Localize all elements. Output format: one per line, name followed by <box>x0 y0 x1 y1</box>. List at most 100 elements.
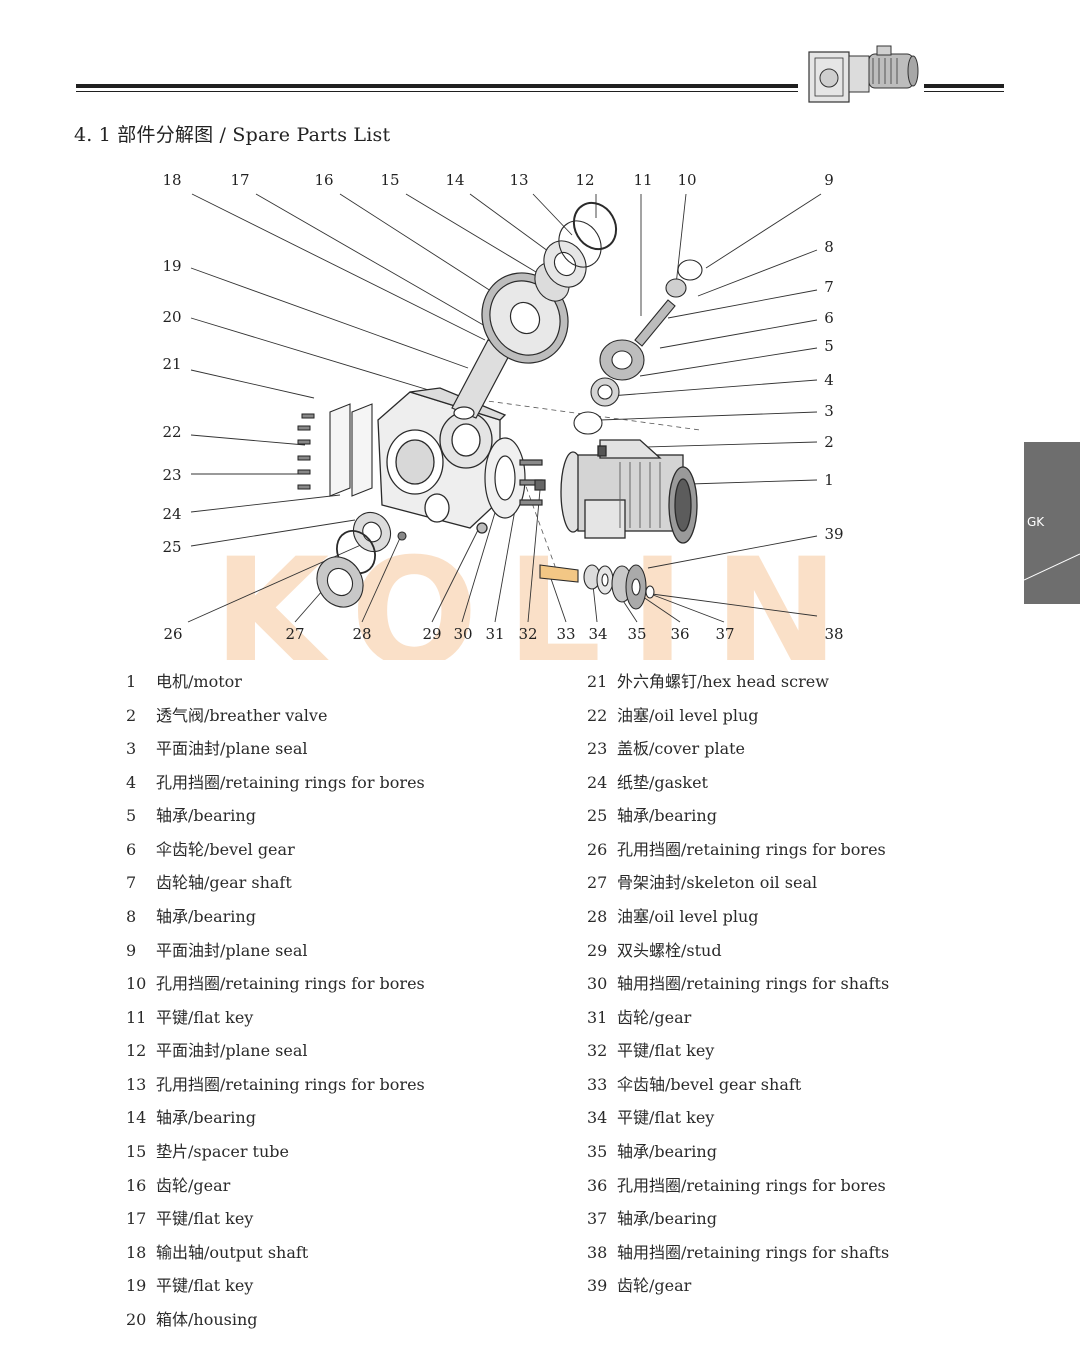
callout-9: 9 <box>824 171 834 189</box>
part-label: 轴承/bearing <box>156 806 256 825</box>
callout-2: 2 <box>824 433 834 451</box>
part-number: 28 <box>587 907 608 926</box>
part-number: 22 <box>587 706 608 725</box>
callout-15: 15 <box>380 171 399 189</box>
leader-lines <box>187 193 822 623</box>
part-label: 平面油封/plane seal <box>156 739 308 758</box>
callout-19: 19 <box>162 257 181 275</box>
side-tab-stripe <box>1023 553 1080 581</box>
part-label: 齿轮/gear <box>617 1008 692 1027</box>
cover-plates <box>329 403 373 497</box>
part-label: 箱体/housing <box>156 1310 258 1329</box>
part-number: 4 <box>126 773 137 792</box>
part-label: 轴承/bearing <box>156 1108 256 1127</box>
callouts-left: 19 20 21 22 23 24 25 <box>162 257 181 556</box>
part-label: 电机/motor <box>156 672 242 691</box>
part-number: 2 <box>126 706 137 725</box>
part-number: 25 <box>587 806 608 825</box>
part-number: 7 <box>126 873 137 892</box>
section-title: 4. 1 部件分解图 / Spare Parts List <box>74 124 391 146</box>
callout-34: 34 <box>588 625 607 643</box>
part-number: 31 <box>587 1008 608 1027</box>
callout-39: 39 <box>824 525 843 543</box>
callout-33: 33 <box>556 625 575 643</box>
callout-24: 24 <box>162 505 181 523</box>
callout-17: 17 <box>230 171 249 189</box>
part-label: 伞齿轴/bevel gear shaft <box>617 1075 802 1094</box>
part-row: 33 伞齿轴/bevel gear shaft <box>587 1075 801 1095</box>
part-label: 孔用挡圈/retaining rings for bores <box>617 840 886 859</box>
part-label: 外六角螺钉/hex head screw <box>617 672 829 691</box>
part-number: 8 <box>126 907 137 926</box>
part-number: 38 <box>587 1243 608 1262</box>
top-bearing-stack <box>534 201 618 302</box>
part-row: 7 齿轮轴/gear shaft <box>126 873 292 893</box>
part-number: 5 <box>126 806 137 825</box>
part-number: 34 <box>587 1108 608 1127</box>
part-row: 5 轴承/bearing <box>126 806 256 826</box>
input-shaft-stack <box>539 564 655 610</box>
part-label: 平面油封/plane seal <box>156 941 308 960</box>
part-number: 24 <box>587 773 608 792</box>
part-label: 轴用挡圈/retaining rings for shafts <box>617 974 890 993</box>
part-number: 14 <box>126 1108 147 1127</box>
callout-27: 27 <box>285 625 304 643</box>
part-label: 孔用挡圈/retaining rings for bores <box>617 1176 886 1195</box>
callout-30: 30 <box>453 625 472 643</box>
part-number: 10 <box>126 974 147 993</box>
motor-flange <box>484 437 546 519</box>
header-rule-left <box>76 84 798 88</box>
callout-32: 32 <box>518 625 537 643</box>
callout-12: 12 <box>575 171 594 189</box>
part-row: 21 外六角螺钉/hex head screw <box>587 672 829 692</box>
part-label: 平键/flat key <box>156 1209 254 1228</box>
callout-26: 26 <box>163 625 182 643</box>
part-label: 轴承/bearing <box>156 907 256 926</box>
header-rule-right-thin <box>924 91 1004 92</box>
callout-1: 1 <box>824 471 834 489</box>
callout-35: 35 <box>627 625 646 643</box>
header-rule-right <box>924 84 1004 88</box>
part-label: 孔用挡圈/retaining rings for bores <box>156 1075 425 1094</box>
part-number: 37 <box>587 1209 608 1228</box>
part-row: 4 孔用挡圈/retaining rings for bores <box>126 773 425 793</box>
part-row: 14 轴承/bearing <box>126 1108 256 1128</box>
part-number: 21 <box>587 672 608 691</box>
part-label: 平面油封/plane seal <box>156 1041 308 1060</box>
callout-37: 37 <box>715 625 734 643</box>
part-number: 16 <box>126 1176 147 1195</box>
callout-14: 14 <box>445 171 464 189</box>
part-number: 27 <box>587 873 608 892</box>
part-label: 纸垫/gasket <box>617 773 708 792</box>
callout-18: 18 <box>162 171 181 189</box>
callouts-top: 18 17 16 15 14 13 12 11 10 9 <box>162 171 833 189</box>
part-number: 11 <box>126 1008 147 1027</box>
gearmotor-thumbnail-icon <box>808 45 919 103</box>
callout-16: 16 <box>314 171 333 189</box>
callout-23: 23 <box>162 466 181 484</box>
part-number: 33 <box>587 1075 608 1094</box>
callout-13: 13 <box>509 171 528 189</box>
part-number: 18 <box>126 1243 147 1262</box>
part-label: 齿轮轴/gear shaft <box>156 873 292 892</box>
callout-25: 25 <box>162 538 181 556</box>
part-label: 孔用挡圈/retaining rings for bores <box>156 773 425 792</box>
part-label: 透气阀/breather valve <box>156 706 328 725</box>
callouts-bottom: 26 27 28 29 30 31 32 33 34 35 36 37 38 <box>163 625 843 643</box>
callout-7: 7 <box>824 278 834 296</box>
